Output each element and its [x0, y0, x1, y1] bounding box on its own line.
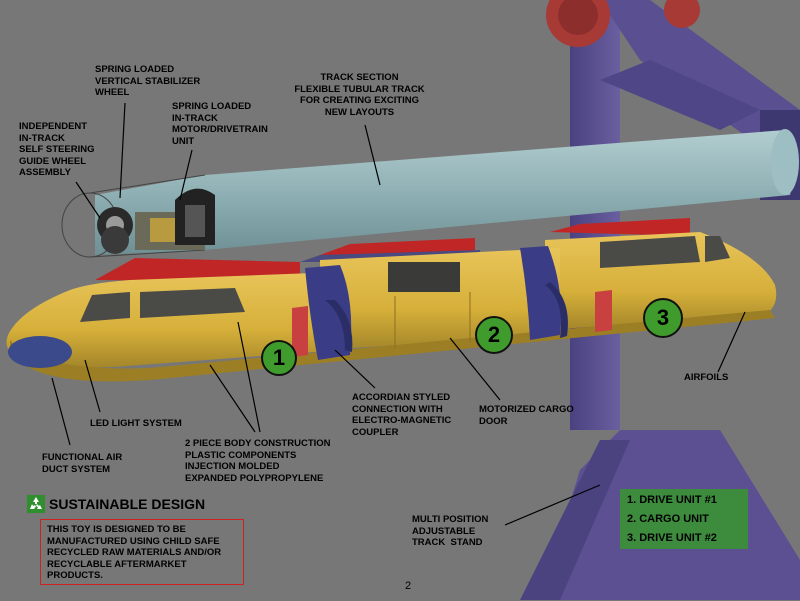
- unit-badge: 3: [643, 298, 683, 338]
- label-accordian: ACCORDIAN STYLED CONNECTION WITH ELECTRO…: [352, 392, 452, 438]
- page-number: 2: [405, 580, 412, 592]
- leader-lines: [51, 102, 746, 526]
- label-airfoils: AIRFOILS: [684, 372, 729, 383]
- sustainable-title-text: SUSTAINABLE DESIGN: [49, 496, 206, 512]
- label-stand: MULTI POSITION ADJUSTABLE TRACK STAND: [412, 514, 489, 548]
- sustainable-design-title: SUSTAINABLE DESIGN: [27, 495, 205, 513]
- label-body: 2 PIECE BODY CONSTRUCTION PLASTIC COMPON…: [185, 438, 331, 484]
- tube-track: [61, 129, 799, 258]
- label-motor: SPRING LOADED IN-TRACK MOTOR/DRIVETRAIN …: [172, 101, 268, 147]
- legend-item: 3. DRIVE UNIT #2: [627, 532, 717, 544]
- legend-item: 2. CARGO UNIT: [627, 513, 709, 525]
- stand-gear-wheel: [546, 0, 700, 47]
- sustainable-text-box: THIS TOY IS DESIGNED TO BE MANUFACTURED …: [40, 519, 244, 585]
- unit-badge: 2: [475, 316, 513, 354]
- unit-legend: 1. DRIVE UNIT #1 2. CARGO UNIT 3. DRIVE …: [620, 489, 748, 549]
- label-track: TRACK SECTION FLEXIBLE TUBULAR TRACK FOR…: [294, 72, 425, 118]
- accordion-coupler: [305, 246, 568, 360]
- label-guide-wheel: INDEPENDENT IN-TRACK SELF STEERING GUIDE…: [19, 121, 95, 178]
- label-cargo-door: MOTORIZED CARGO DOOR: [479, 404, 574, 427]
- label-led: LED LIGHT SYSTEM: [90, 418, 182, 429]
- label-air-duct: FUNCTIONAL AIR DUCT SYSTEM: [42, 452, 123, 475]
- drivetrain-assembly: [97, 188, 215, 254]
- unit-badge: 1: [261, 340, 297, 376]
- label-stabilizer: SPRING LOADED VERTICAL STABILIZER WHEEL: [95, 64, 201, 98]
- recycle-icon: [27, 495, 45, 513]
- legend-item: 1. DRIVE UNIT #1: [627, 494, 717, 506]
